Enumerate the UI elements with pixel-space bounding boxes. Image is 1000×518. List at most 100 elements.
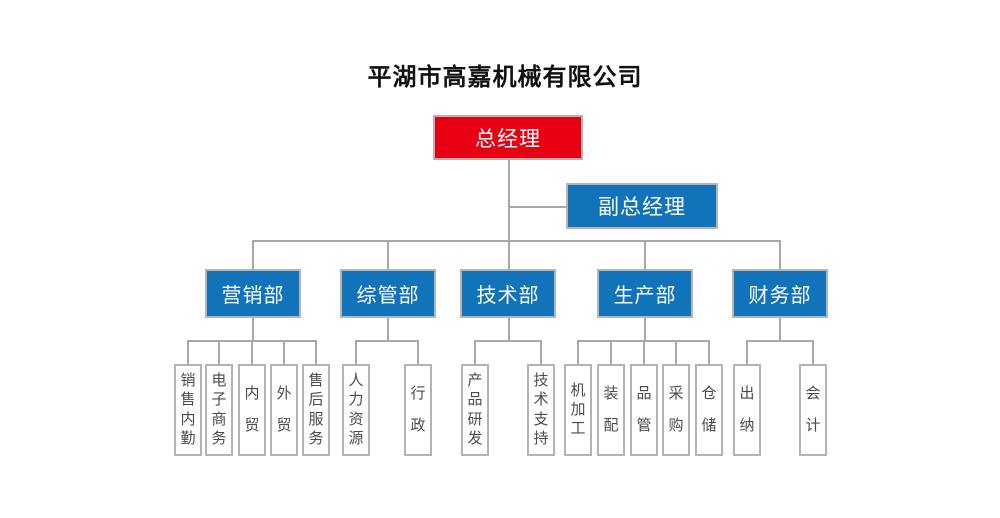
leaf-char: 人 bbox=[348, 371, 364, 389]
connector-stub bbox=[218, 340, 220, 364]
node-product-rnd: 产品研发 bbox=[461, 364, 489, 456]
connector-stub bbox=[779, 318, 781, 341]
leaf-char: 加 bbox=[570, 401, 586, 418]
connector-sub-bus bbox=[474, 340, 542, 342]
leaf-char: 售 bbox=[180, 391, 196, 409]
node-general-manager: 总经理 bbox=[433, 115, 583, 160]
leaf-char: 政 bbox=[410, 417, 426, 435]
leaf-char: 采 bbox=[668, 384, 684, 402]
node-after-sales: 售后服务 bbox=[302, 364, 330, 456]
node-machining: 机加工 bbox=[564, 364, 592, 456]
node-administration: 行政 bbox=[404, 364, 432, 456]
leaf-char: 力 bbox=[348, 391, 364, 409]
connector-stub bbox=[283, 340, 285, 364]
connector-stub bbox=[417, 340, 419, 364]
connector-stub bbox=[708, 340, 710, 364]
leaf-char: 发 bbox=[467, 430, 483, 448]
connector-stub bbox=[812, 340, 814, 364]
connector-stub bbox=[251, 340, 253, 364]
node-dept-production: 生产部 bbox=[597, 269, 693, 318]
leaf-char: 内 bbox=[180, 410, 196, 428]
leaf-char: 支 bbox=[533, 410, 549, 428]
leaf-char: 计 bbox=[805, 417, 821, 435]
node-domestic-trade: 内贸 bbox=[238, 364, 266, 456]
leaf-char: 后 bbox=[308, 391, 324, 409]
leaf-char: 行 bbox=[410, 384, 426, 402]
leaf-char: 工 bbox=[570, 420, 586, 437]
leaf-char: 仓 bbox=[701, 384, 717, 402]
leaf-char: 内 bbox=[244, 384, 260, 402]
connector-stub bbox=[746, 340, 748, 364]
node-quality-control: 品管 bbox=[630, 364, 658, 456]
node-e-commerce: 电子商务 bbox=[205, 364, 233, 456]
connector-stub bbox=[387, 240, 389, 269]
leaf-char: 产 bbox=[467, 371, 483, 389]
leaf-char: 会 bbox=[805, 384, 821, 402]
connector-stub bbox=[508, 318, 510, 341]
leaf-char: 售 bbox=[308, 371, 324, 389]
connector-stub bbox=[675, 340, 677, 364]
leaf-char: 务 bbox=[211, 430, 227, 448]
node-deputy-general-manager: 副总经理 bbox=[566, 183, 718, 229]
leaf-char: 购 bbox=[668, 417, 684, 435]
leaf-char: 纳 bbox=[739, 417, 755, 435]
connector-dept-bus bbox=[252, 240, 781, 242]
node-tech-support: 技术支持 bbox=[527, 364, 555, 456]
node-accounting: 会计 bbox=[799, 364, 827, 456]
connector-root-trunk bbox=[508, 159, 510, 269]
leaf-char: 贸 bbox=[244, 417, 260, 435]
leaf-char: 研 bbox=[467, 410, 483, 428]
leaf-char: 管 bbox=[636, 417, 652, 435]
node-assembly: 装配 bbox=[597, 364, 625, 456]
leaf-char: 销 bbox=[180, 371, 196, 389]
leaf-char: 出 bbox=[739, 384, 755, 402]
connector-stub bbox=[644, 318, 646, 341]
node-human-resources: 人力资源 bbox=[342, 364, 370, 456]
leaf-char: 商 bbox=[211, 410, 227, 428]
node-foreign-trade: 外贸 bbox=[270, 364, 298, 456]
connector-stub bbox=[540, 340, 542, 364]
connector-deputy-branch bbox=[508, 206, 566, 208]
node-dept-technology: 技术部 bbox=[460, 269, 556, 318]
leaf-char: 服 bbox=[308, 410, 324, 428]
connector-stub bbox=[252, 240, 254, 269]
connector-stub bbox=[644, 240, 646, 269]
node-dept-admin: 综管部 bbox=[340, 269, 436, 318]
node-sales-backoffice: 销售内勤 bbox=[174, 364, 202, 456]
node-cashier: 出纳 bbox=[733, 364, 761, 456]
leaf-char: 装 bbox=[603, 384, 619, 402]
leaf-char: 外 bbox=[276, 384, 292, 402]
leaf-char: 资 bbox=[348, 410, 364, 428]
connector-stub bbox=[387, 318, 389, 341]
leaf-char: 务 bbox=[308, 430, 324, 448]
connector-stub bbox=[610, 340, 612, 364]
connector-sub-bus bbox=[746, 340, 814, 342]
company-title: 平湖市高嘉机械有限公司 bbox=[367, 64, 643, 91]
leaf-char: 配 bbox=[603, 417, 619, 435]
leaf-char: 电 bbox=[211, 371, 227, 389]
connector-stub bbox=[355, 340, 357, 364]
leaf-char: 子 bbox=[211, 391, 227, 409]
connector-stub bbox=[643, 340, 645, 364]
leaf-char: 储 bbox=[701, 417, 717, 435]
node-purchasing: 采购 bbox=[662, 364, 690, 456]
leaf-char: 贸 bbox=[276, 417, 292, 435]
connector-stub bbox=[252, 318, 254, 341]
leaf-char: 技 bbox=[533, 371, 549, 389]
leaf-char: 源 bbox=[348, 430, 364, 448]
leaf-char: 机 bbox=[570, 382, 586, 399]
connector-stub bbox=[187, 340, 189, 364]
connector-stub bbox=[315, 340, 317, 364]
leaf-char: 品 bbox=[636, 384, 652, 402]
node-warehouse: 仓储 bbox=[695, 364, 723, 456]
node-dept-marketing: 营销部 bbox=[205, 269, 301, 318]
connector-stub bbox=[577, 340, 579, 364]
node-dept-finance: 财务部 bbox=[732, 269, 828, 318]
leaf-char: 勤 bbox=[180, 430, 196, 448]
leaf-char: 持 bbox=[533, 430, 549, 448]
leaf-char: 术 bbox=[533, 391, 549, 409]
leaf-char: 品 bbox=[467, 391, 483, 409]
connector-stub bbox=[474, 340, 476, 364]
connector-stub bbox=[779, 240, 781, 269]
